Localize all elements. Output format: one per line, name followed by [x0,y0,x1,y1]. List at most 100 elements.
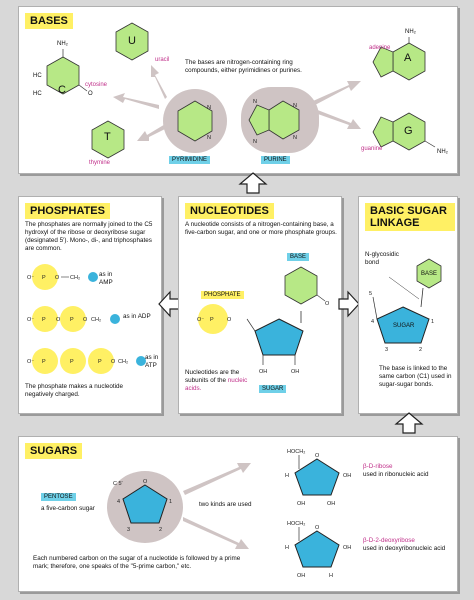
nucleotide-sugar: OH OH [246,311,304,375]
bases-panel: BASES NH₂ C HC HC O cytosine U uracil T … [18,6,458,174]
pentose-description: a five-carbon sugar [41,505,95,512]
svg-text:HOCH₂: HOCH₂ [287,449,305,455]
svg-text:N: N [207,105,211,111]
svg-text:O: O [227,317,232,323]
svg-text:OH: OH [343,545,351,551]
svg-text:O: O [315,453,320,459]
svg-text:4: 4 [371,319,374,325]
svg-text:P: P [70,359,74,365]
linkage-panel: BASIC SUGAR LINKAGE N-glycosidic bond 5 … [358,196,458,414]
purine-ring: NN NN [248,99,300,145]
nucleic-acids-link: nucleic acids. [185,377,248,392]
svg-text:P: P [42,359,46,365]
nucleotides-note: Nucleotides are the subunits of the nucl… [185,369,249,393]
svg-text:H: H [285,473,289,479]
svg-text:P: P [42,317,46,323]
cytosine-structure [46,49,88,95]
svg-text:C 5′: C 5′ [113,481,123,487]
svg-text:O: O [83,317,88,323]
sugars-title: SUGARS [25,443,83,459]
svg-text:O⁻: O⁻ [197,317,204,323]
bases-title: BASES [25,13,73,29]
nucleotide-phosphate: P O⁻ O [197,304,232,334]
cytosine-name: cytosine [85,82,108,88]
phosphates-footer: The phosphate makes a nucleotide negativ… [25,383,124,398]
two-kinds-label: two kinds are used [199,501,252,508]
left-arrow-phosphates [158,290,180,318]
nucleotides-note-text: Nucleotides are the subunits of the [185,369,240,384]
svg-text:CH₂: CH₂ [70,275,80,281]
phosphates-title: PHOSPHATES [25,203,110,219]
deoxyribose-structure: HOCH₂ O OH OH H H [285,521,351,579]
svg-text:O: O [55,275,60,281]
amp-label: as in AMP [99,271,113,286]
svg-text:N: N [293,103,297,109]
adp-label: as in ADP [123,313,151,320]
linkage-description: The base is linked to the same carbon (C… [379,365,452,388]
svg-text:OH: OH [297,573,305,579]
svg-text:5: 5 [369,291,372,297]
pentose-tag: PENTOSE [41,493,76,501]
nucleotides-panel: NUCLEOTIDES A nucleotide consists of a n… [178,196,342,414]
right-arrow-linkage [338,290,360,318]
svg-text:O⁻: O⁻ [27,275,34,281]
svg-text:P: P [98,359,102,365]
uracil-letter: U [128,35,136,47]
svg-text:O: O [325,301,330,307]
nucleotides-description: A nucleotide consists of a nitrogen-cont… [185,221,337,236]
nucleotide-sugar-tag: SUGAR [259,385,287,393]
svg-text:O: O [111,359,116,365]
svg-text:H: H [285,545,289,551]
svg-text:3: 3 [127,527,130,533]
guanine-letter: G [404,125,413,137]
up-arrow-bases [238,172,268,194]
svg-text:P: P [210,317,214,323]
ribose-name: β-D-ribose [363,463,393,470]
nucleotide-base-tag: BASE [287,253,310,261]
pyrimidine-tag: PYRIMIDINE [169,156,211,164]
svg-text:O⁻: O⁻ [27,359,34,365]
thymine-name: thymine [89,160,111,166]
cytosine-o-atom: O [88,91,93,97]
guanine-name: guanine [361,146,383,152]
thymine-letter: T [104,131,111,143]
adenine-nh2: NH₂ [405,29,416,35]
svg-text:OH: OH [259,369,267,375]
svg-text:HOCH₂: HOCH₂ [287,521,305,527]
deoxyribose-name: β-D-2-deoxyribose [363,537,415,544]
svg-text:O: O [315,525,320,531]
cytosine-hc2-atom: HC [33,91,42,97]
guanine-nh2: NH₂ [437,149,448,155]
svg-text:OH: OH [297,501,305,507]
phosphates-description: The phosphates are normally joined to th… [25,221,153,252]
svg-text:CH₂: CH₂ [91,317,101,323]
atp-label: as in ATP [145,354,159,369]
adenine-name: adenine [369,45,391,51]
svg-text:N: N [293,135,297,141]
bases-description: The bases are nitrogen-containing ring c… [185,59,302,74]
linkage-base-label: BASE [421,271,438,277]
svg-text:H: H [329,573,333,579]
deoxyribose-usage: used in deoxyribonucleic acid [363,545,446,552]
uracil-structure [115,22,149,61]
cytosine-hc-atom: HC [33,73,42,79]
svg-text:P: P [70,317,74,323]
svg-text:CH₂: CH₂ [118,359,128,365]
pyrimidine-ring: NN [177,100,213,142]
svg-text:2: 2 [159,527,162,533]
svg-text:4: 4 [117,499,120,505]
nucleotide-phosphate-tag: PHOSPHATE [201,291,244,299]
svg-text:OH: OH [291,369,299,375]
svg-text:OH: OH [343,473,351,479]
linkage-bond-label: N-glycosidic bond [365,251,399,266]
bases-arrows [113,65,361,141]
up-arrow-linkage [394,412,424,434]
svg-text:N: N [253,139,257,145]
svg-text:2: 2 [419,347,422,353]
svg-text:O: O [56,317,61,323]
